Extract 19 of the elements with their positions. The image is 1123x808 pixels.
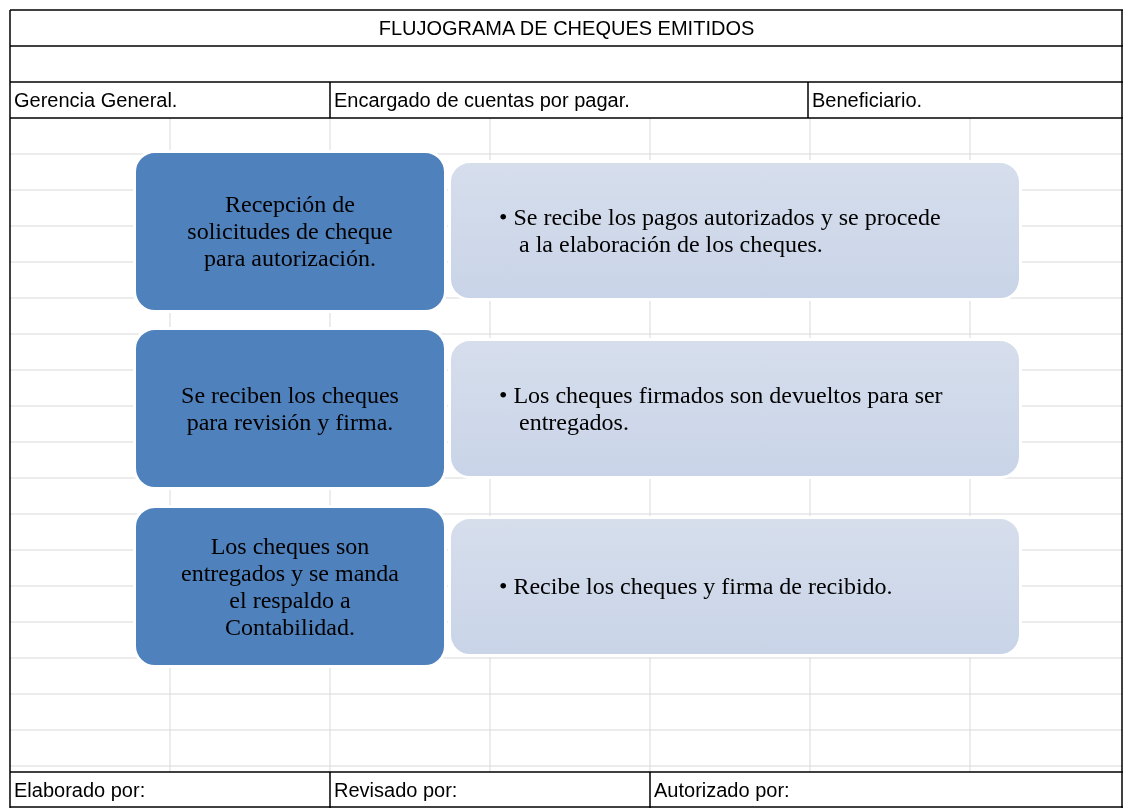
step-box [133,327,447,490]
column-header: Encargado de cuentas por pagar. [334,88,630,113]
bullet-text: • Se recibe los pagos autorizados y se procede a la elaboración de los cheques. [499,203,942,258]
step-text: Los cheques son entregados y se manda el respaldo a Contabilidad. [180,532,400,641]
title: FLUJOGRAMA DE CHEQUES EMITIDOS [377,16,756,41]
bullet-text: • Los cheques firmados son devueltos para ser entregados. [499,381,944,436]
step-box [133,505,447,668]
signature-label: Autorizado por: [654,778,790,803]
description-box [448,338,1022,479]
description-box [448,160,1022,301]
signature-label: Elaborado por: [14,778,146,803]
column-header: Beneficiario. [812,88,923,113]
step-text: Recepción de solicitudes de cheque para autorización. [186,191,394,272]
column-header: Gerencia General. [14,88,178,113]
description-box [448,516,1022,657]
bullet-text: • Recibe los cheques y firma de recibido. [499,573,893,600]
step-text: Se reciben los cheques para revisión y firma. [180,381,400,436]
signature-label: Revisado por: [334,778,458,803]
step-box [133,150,447,313]
